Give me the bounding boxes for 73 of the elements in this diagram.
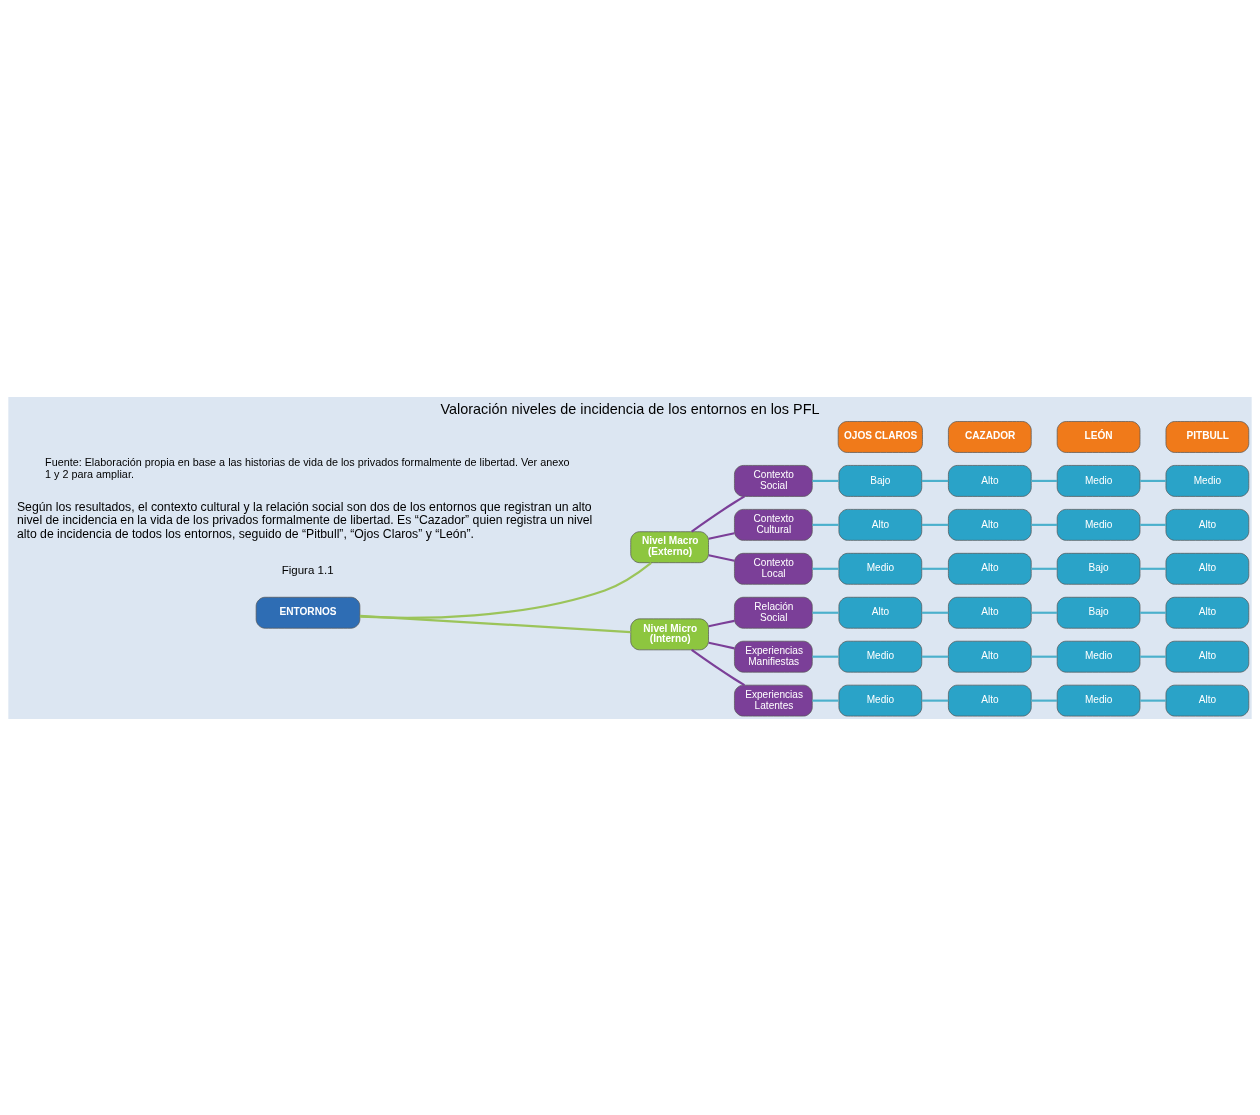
connector — [1140, 699, 1166, 702]
connector — [812, 479, 839, 482]
connector — [921, 479, 949, 482]
node-box: Relación Social — [734, 596, 813, 629]
node-box: Nivel Micro (Interno) — [630, 618, 709, 650]
connector — [1031, 567, 1058, 570]
node-box: Bajo — [838, 464, 923, 497]
node-box: Alto — [1165, 552, 1250, 585]
node-box: Contexto Cultural — [734, 508, 813, 541]
connector — [921, 523, 949, 526]
node-box: OJOS CLAROS — [837, 420, 923, 453]
node-box: Medio — [1056, 684, 1141, 716]
node-box: Experiencias Manifiestas — [734, 640, 813, 673]
connector — [1140, 479, 1166, 482]
node-box: Experiencias Latentes — [734, 684, 813, 716]
node-box: Alto — [1165, 596, 1250, 629]
node-box: Medio — [1056, 464, 1141, 497]
node-box: Alto — [838, 596, 923, 629]
node-box: Alto — [1165, 684, 1250, 716]
node-box: Medio — [1165, 464, 1250, 497]
node-box: Alto — [948, 596, 1032, 629]
connector — [921, 611, 949, 614]
connector — [1031, 699, 1058, 702]
label: Fuente: Elaboración propia en base a las historias de vida de los privados formalmente de libertad. Ver anexo 1 y 2 para ampliar. — [45, 455, 570, 480]
connector — [921, 699, 949, 702]
connector — [812, 655, 839, 658]
connector — [812, 523, 839, 526]
node-box: Alto — [1165, 508, 1250, 541]
diagram-title: Valoración niveles de incidencia de los entornos en los PFL — [440, 400, 820, 417]
connector — [812, 699, 839, 702]
connector — [708, 619, 735, 627]
node-box: Medio — [838, 552, 923, 585]
connector — [1031, 655, 1058, 658]
node-box: Alto — [948, 640, 1032, 673]
node-box: ENTORNOS — [255, 596, 361, 629]
connector — [1031, 523, 1058, 526]
connector — [812, 611, 839, 614]
connector — [1140, 523, 1166, 526]
node-box: Nivel Macro (Externo) — [630, 530, 709, 563]
node-box: Alto — [948, 464, 1032, 497]
node-box: Bajo — [1056, 552, 1141, 585]
connector — [1140, 611, 1166, 614]
label: Figura 1.1 — [281, 563, 334, 576]
connector — [1140, 655, 1166, 658]
node-box: Alto — [948, 552, 1032, 585]
connector — [359, 614, 631, 633]
connector — [708, 531, 735, 540]
node-box: Medio — [838, 640, 923, 673]
connector — [1031, 611, 1058, 614]
node-box: Medio — [1056, 508, 1141, 541]
connector — [921, 567, 949, 570]
connector — [708, 641, 735, 649]
connector — [360, 561, 652, 619]
node-box: Alto — [838, 508, 923, 541]
node-box: LEÓN — [1056, 420, 1141, 453]
connector — [691, 648, 746, 686]
node-box: Bajo — [1056, 596, 1141, 629]
connector — [921, 655, 949, 658]
node-box: Contexto Social — [734, 464, 813, 497]
node-box: Alto — [948, 684, 1032, 716]
connector — [1031, 479, 1058, 482]
node-box: CAZADOR — [948, 420, 1032, 453]
node-box: Alto — [1165, 640, 1250, 673]
node-box: Medio — [1056, 640, 1141, 673]
connector — [691, 495, 746, 532]
connector — [1140, 567, 1166, 570]
node-box: Medio — [838, 684, 923, 716]
node-box: Contexto Local — [734, 552, 813, 585]
label: Según los resultados, el contexto cultural y la relación social son dos de los entornos que registran un alto nivel de incidencia en la vida de los privados formalmente de libertad. Es “Cazador” quien registra un nivel alto de incidencia de todos los entornos, seguido de “Pitbull”, “Ojos Claros” y “León”. — [16, 499, 593, 541]
node-box: PITBULL — [1165, 420, 1250, 453]
node-box: Alto — [948, 508, 1032, 541]
connector — [812, 567, 839, 570]
connector — [708, 553, 735, 562]
